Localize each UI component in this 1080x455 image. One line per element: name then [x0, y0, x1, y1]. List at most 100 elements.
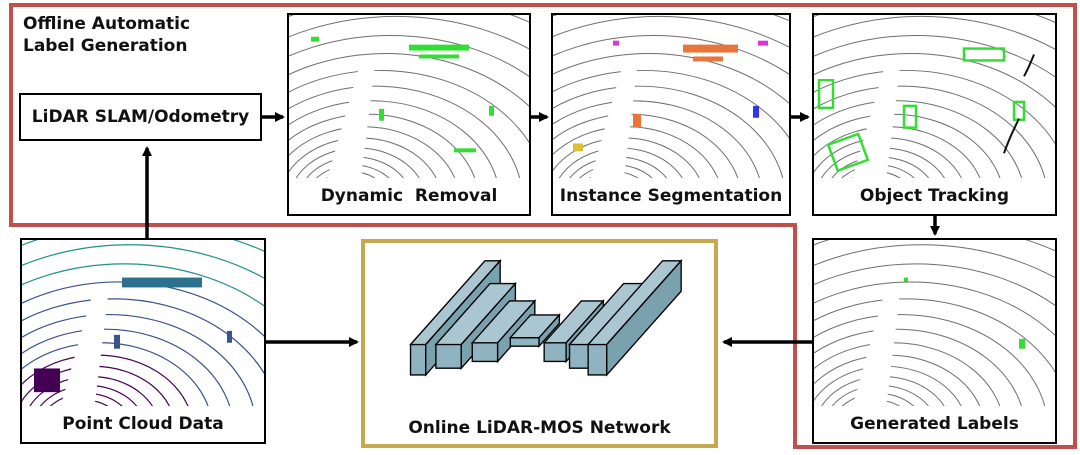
scan-ring — [289, 15, 529, 178]
scan-ring — [289, 15, 529, 178]
scan-ring — [553, 15, 789, 178]
online-lidar-mos-network-box: Online LiDAR-MOS Network — [361, 239, 718, 448]
scan-ring — [553, 15, 789, 178]
scan-ring — [22, 244, 264, 279]
decoder-block-1-face — [543, 342, 567, 363]
scan-ring — [553, 15, 789, 178]
scan-ring — [289, 15, 529, 50]
dynamic-removal-image — [289, 15, 529, 178]
encoder-block-2-face — [435, 343, 462, 369]
scan-ring — [22, 313, 254, 406]
dynamic-removal-caption: Dynamic Removal — [320, 186, 498, 206]
scan-ring — [814, 15, 1055, 178]
scan-ring — [814, 263, 1055, 306]
tracking-boxes — [817, 47, 1026, 173]
scan-ring — [553, 15, 789, 178]
point-cloud-objects — [34, 277, 232, 393]
road-gap — [852, 60, 901, 178]
scan-ring — [553, 15, 789, 178]
decoder-block-3-face — [606, 258, 682, 377]
scan-ring — [814, 15, 1055, 178]
bottleneck-block — [508, 313, 561, 348]
scan-ring — [553, 15, 789, 178]
scan-ring — [289, 15, 529, 178]
instance-segmentation-caption: Instance Segmentation — [559, 186, 783, 206]
scan-ring — [814, 52, 1055, 108]
scan-ring — [814, 15, 1055, 50]
scan-ring — [553, 85, 784, 178]
object-tracking-caption: Object Tracking — [859, 186, 1010, 206]
region-outline-path — [9, 3, 1077, 449]
offline-label-generation-region: Offline Automatic Label Generation — [9, 3, 1077, 449]
scan-ring — [814, 15, 1055, 178]
scan-ring — [553, 15, 789, 48]
object-tracking-image — [814, 15, 1055, 178]
moving-label-points — [904, 277, 1025, 349]
scan-ring — [814, 15, 1055, 178]
scan-ring — [289, 15, 529, 178]
scan-ring — [553, 100, 760, 178]
scan-ring — [814, 15, 1055, 178]
dynamic-points — [311, 36, 494, 153]
point-cloud-caption: Point Cloud Data — [62, 414, 224, 434]
scan-ring — [553, 15, 789, 178]
decoder-block-3 — [586, 258, 683, 377]
scan-ring — [814, 15, 1055, 178]
scan-ring — [22, 328, 231, 406]
generated-labels-caption: Generated Labels — [850, 414, 1019, 434]
scan-ring — [814, 15, 1055, 178]
scan-ring — [814, 15, 1055, 178]
encoder-block-3-face — [471, 342, 499, 363]
scan-ring — [814, 85, 1046, 178]
scan-ring — [553, 15, 789, 178]
road-gap — [852, 286, 901, 406]
scan-ring — [553, 52, 789, 104]
dynamic-removal-panel: Dynamic Removal — [287, 13, 531, 216]
decoder-block-3-face — [587, 343, 608, 376]
scan-ring — [289, 35, 529, 77]
scan-ring — [814, 281, 1055, 336]
scan-ring — [289, 100, 497, 178]
scan-ring — [289, 15, 529, 178]
region-outline — [9, 3, 1077, 449]
scan-ring — [814, 69, 1055, 145]
scan-ring — [553, 35, 789, 75]
road-gap — [327, 60, 376, 178]
point-cloud-image — [22, 240, 264, 406]
scan-ring — [553, 15, 789, 22]
scan-ring — [289, 15, 529, 178]
scan-ring — [553, 126, 719, 178]
region-title: Offline Automatic Label Generation — [23, 14, 191, 56]
scan-ring — [814, 314, 1046, 406]
scan-ring — [22, 298, 264, 375]
scan-ring — [289, 69, 529, 144]
scan-ring — [553, 15, 789, 178]
scan-ring — [814, 35, 1055, 78]
scan-ring — [814, 15, 1055, 23]
lidar-slam-label: LiDAR SLAM/Odometry — [31, 107, 250, 127]
bottleneck-block-face — [538, 313, 561, 348]
decoder-block-2-face — [568, 343, 591, 369]
network-blocks — [409, 258, 683, 377]
road-gap — [60, 286, 110, 406]
scan-ring — [289, 52, 529, 107]
scan-ring — [814, 298, 1055, 373]
scan-ring — [289, 15, 529, 178]
scan-ring — [814, 244, 1055, 279]
scan-ring — [22, 281, 264, 337]
scan-ring — [289, 15, 529, 178]
encoder-block-1-face — [409, 343, 427, 376]
network-architecture-illustration — [409, 258, 683, 377]
instance-segmentation-image — [553, 15, 789, 178]
scan-ring — [814, 15, 1055, 178]
scan-ring — [814, 100, 1023, 178]
generated-labels-panel: Generated Labels — [812, 238, 1057, 444]
generated-labels-image — [814, 240, 1055, 406]
scan-ring — [289, 15, 529, 178]
scan-ring — [553, 15, 789, 178]
tracking-trajectories — [1003, 54, 1035, 154]
scan-ring — [289, 15, 529, 178]
scan-ring — [814, 328, 1022, 406]
bottleneck-block-face — [509, 337, 540, 347]
scan-ring — [553, 69, 789, 139]
